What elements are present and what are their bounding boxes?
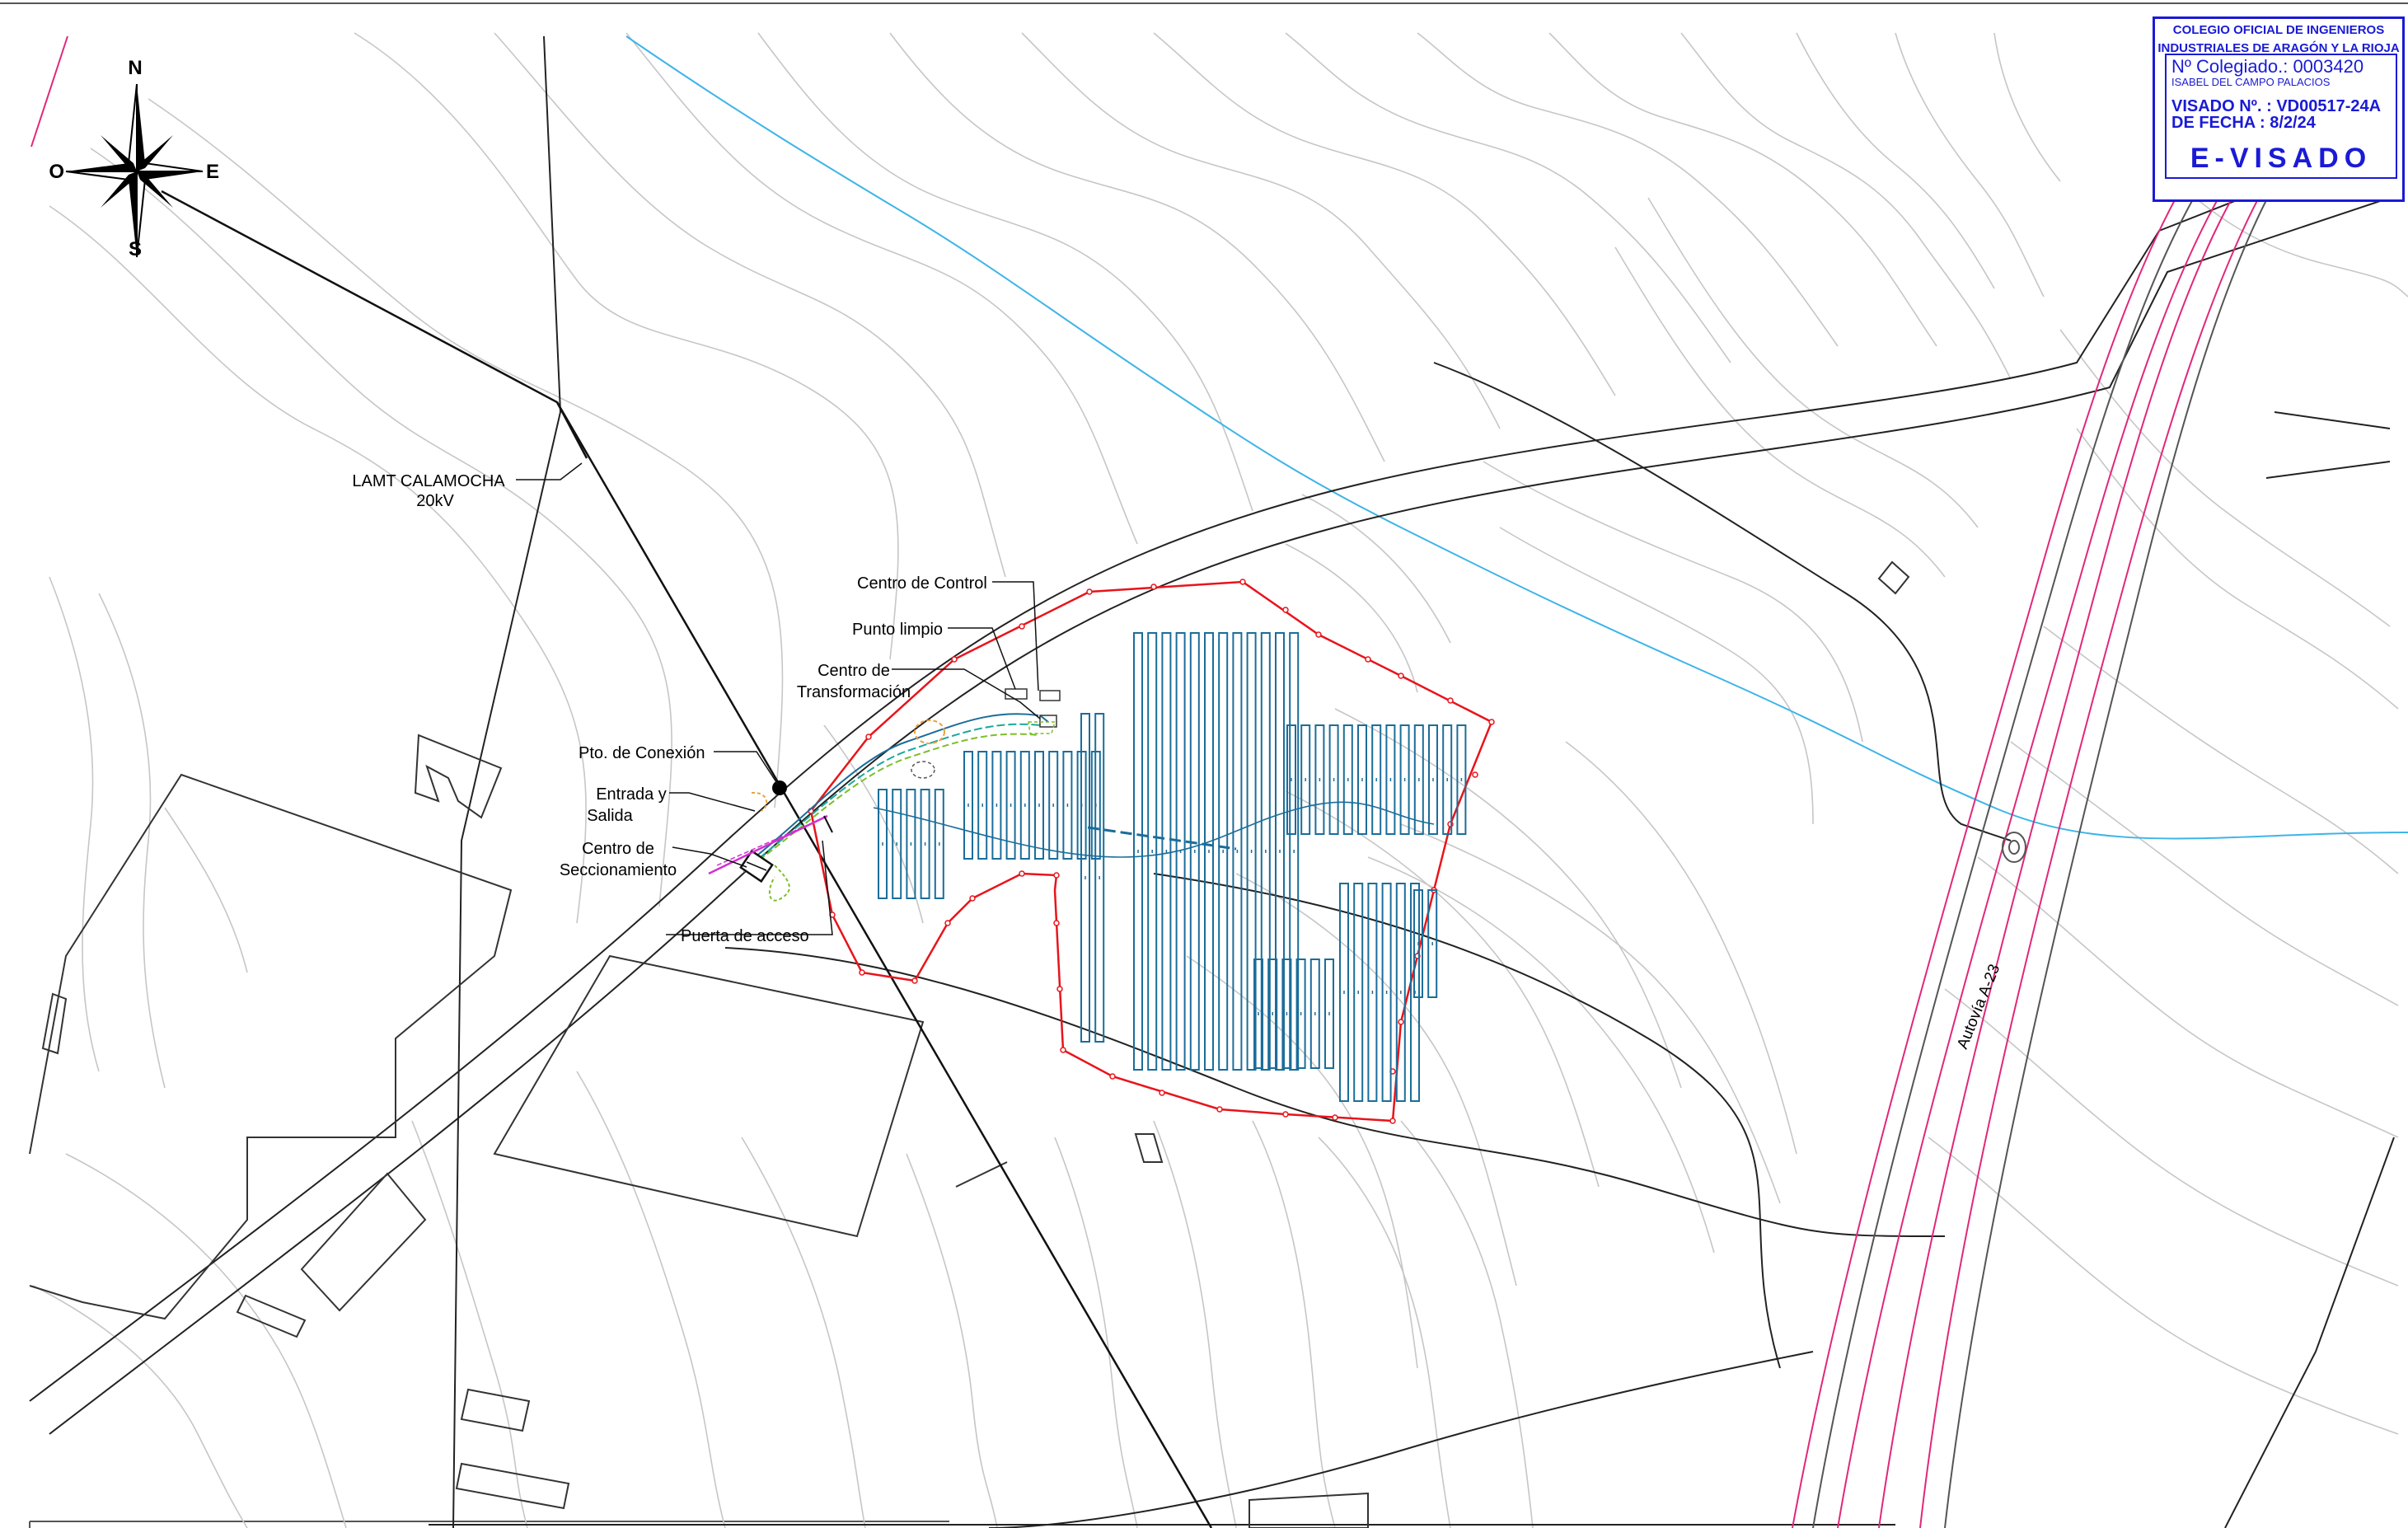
stamp-name: ISABEL DEL CAMPO PALACIOS — [2171, 76, 2331, 88]
pv-panel-row — [920, 789, 930, 899]
pv-panel-row — [1357, 724, 1367, 835]
pv-panel-row — [892, 789, 902, 899]
pv-panel-row — [1399, 724, 1410, 835]
pv-panel-row — [1246, 632, 1257, 1071]
centro-transformacion-label-line2: Transformación — [797, 683, 911, 701]
pv-panel-row — [1381, 883, 1392, 1102]
compass-rose: N S O E — [49, 57, 219, 260]
stamp-fecha: DE FECHA : 8/2/24 — [2171, 114, 2316, 132]
lamt-label-line2: 20kV — [416, 492, 454, 510]
pv-panel-row — [1328, 724, 1339, 835]
pv-panel-row — [1442, 724, 1453, 835]
pv-panel-row — [1267, 959, 1278, 1069]
visado-stamp: COLEGIO OFICIAL DE INGENIEROS INDUSTRIAL… — [2153, 16, 2405, 202]
pv-panel-row — [1339, 883, 1349, 1102]
pv-panel-row — [1048, 751, 1059, 860]
pv-panel-row — [1286, 724, 1296, 835]
centro-seccionamiento-symbol — [739, 849, 774, 884]
compass-west: O — [49, 161, 64, 183]
pv-panel-row — [1314, 724, 1325, 835]
pv-panel-row — [1062, 751, 1073, 860]
pv-panel-row — [1204, 632, 1214, 1071]
site-equipment — [708, 688, 1061, 902]
pv-panel-row — [1456, 724, 1467, 835]
pv-panel-row — [1342, 724, 1353, 835]
highway-autovia — [1792, 32, 2374, 1528]
pv-panel-row — [1218, 632, 1229, 1071]
pv-panel-row — [1309, 959, 1320, 1069]
pv-panel-row — [977, 751, 988, 860]
pv-panel-rows — [878, 632, 1467, 1102]
pv-panel-row — [1281, 959, 1292, 1069]
pv-panel-row — [1371, 724, 1382, 835]
stamp-inner-box: Nº Colegiado.: 0003420 ISABEL DEL CAMPO … — [2165, 54, 2397, 179]
building-outlines — [29, 560, 1910, 1528]
pv-panel-row — [1289, 632, 1300, 1071]
pv-panel-row — [1410, 883, 1420, 1102]
lamt-label-line1: LAMT CALAMOCHA — [352, 472, 505, 490]
compass-north: N — [128, 57, 142, 79]
pv-panel-row — [1353, 883, 1364, 1102]
entrada-salida-label-line2: Salida — [587, 807, 633, 825]
pv-panel-row — [1161, 632, 1172, 1071]
punto-limpio-label: Punto limpio — [852, 621, 943, 639]
pv-panel-row — [963, 751, 973, 860]
pv-panel-row — [1260, 632, 1271, 1071]
pv-panel-row — [906, 789, 916, 899]
roads — [29, 35, 2395, 1528]
centro-seccionamiento-label-line1: Centro de — [582, 840, 654, 858]
punto-limpio-box — [1005, 688, 1028, 700]
centro-transformacion-box — [1039, 715, 1057, 728]
pv-panel-row — [934, 789, 944, 899]
pv-panel-row — [1080, 713, 1090, 1043]
pv-panel-row — [1019, 751, 1030, 860]
pv-panel-row — [1094, 713, 1105, 1043]
pv-panel-row — [1005, 751, 1016, 860]
stamp-org-line1: COLEGIO OFICIAL DE INGENIEROS — [2172, 23, 2385, 37]
lamt-power-line — [161, 190, 1213, 1528]
pv-panel-row — [1324, 959, 1334, 1069]
pv-panel-row — [1253, 959, 1263, 1069]
annotation-leaders — [516, 462, 1041, 935]
pv-panel-row — [1367, 883, 1378, 1102]
river-line — [625, 35, 2408, 840]
pv-panel-row — [1147, 632, 1158, 1071]
compass-east: E — [206, 161, 219, 183]
puerta-acceso-label: Puerta de acceso — [681, 927, 809, 945]
stamp-org-line2: INDUSTRIALES DE ARAGÓN Y LA RIOJA — [2157, 41, 2400, 55]
pv-panel-row — [1034, 751, 1044, 860]
pto-conexion-label: Pto. de Conexión — [579, 744, 705, 762]
pv-panel-row — [1189, 632, 1200, 1071]
centro-seccionamiento-label-line2: Seccionamiento — [560, 861, 677, 879]
centro-control-label: Centro de Control — [857, 574, 987, 593]
pv-panel-row — [1413, 889, 1423, 998]
pv-panel-row — [1427, 889, 1438, 998]
pv-panel-row — [1395, 883, 1406, 1102]
pv-panel-row — [1175, 632, 1186, 1071]
pv-panel-row — [1232, 632, 1243, 1071]
pv-panel-row — [991, 751, 1002, 860]
pv-panel-row — [1413, 724, 1424, 835]
compass-south: S — [129, 238, 142, 260]
magenta-boundary-line — [30, 35, 68, 148]
pv-panel-row — [1300, 724, 1311, 835]
pv-panel-row — [1295, 959, 1306, 1069]
stamp-visado: VISADO Nº. : VD00517-24A — [2171, 97, 2382, 115]
contour-lines — [32, 32, 2408, 1528]
stamp-colegiado: Nº Colegiado.: 0003420 — [2171, 56, 2364, 77]
centro-control-box — [1039, 690, 1061, 701]
pv-panel-row — [878, 789, 888, 899]
pv-panel-row — [1385, 724, 1396, 835]
stamp-evisado: E-VISADO — [2190, 143, 2373, 174]
pv-panel-row — [1133, 632, 1143, 1071]
pv-panel-row — [1428, 724, 1438, 835]
connection-point-marker — [772, 780, 787, 795]
entrada-salida-label-line1: Entrada y — [596, 785, 667, 804]
pv-panel-row — [1275, 632, 1285, 1071]
centro-transformacion-label-line1: Centro de — [818, 662, 890, 680]
